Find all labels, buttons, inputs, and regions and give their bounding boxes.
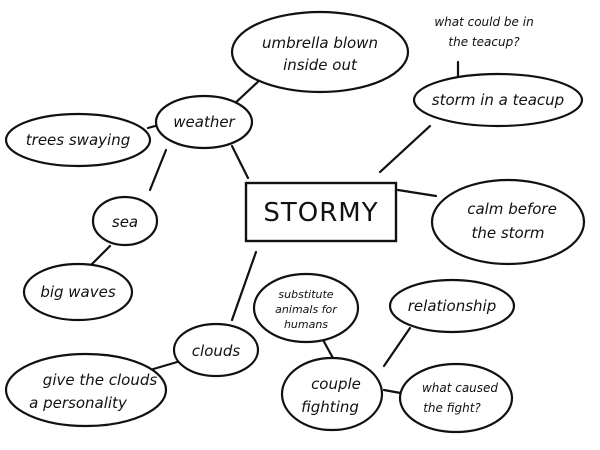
- bubble-clouds: [172, 322, 260, 378]
- bubble-relationship: [388, 278, 516, 334]
- center-box: [244, 181, 398, 243]
- node-fight-cause: what caused the fight?: [398, 362, 514, 434]
- node-substitute: substitute animals for humans: [252, 272, 360, 344]
- node-umbrella: umbrella blown inside out: [230, 10, 410, 94]
- label-calm-line2: the storm: [471, 224, 544, 242]
- label-sea: sea: [112, 213, 138, 231]
- label-storm-teacup: storm in a teacup: [432, 91, 564, 109]
- bubble-personality: [4, 352, 168, 428]
- connector-center-calm: [396, 188, 438, 198]
- label-substitute-line2: animals for: [275, 303, 338, 316]
- label-weather: weather: [173, 113, 235, 131]
- node-trees: trees swaying: [4, 112, 152, 168]
- node-clouds: clouds: [172, 322, 260, 378]
- center-label: STORMY: [263, 198, 378, 228]
- node-calm: calm before the storm: [430, 178, 586, 266]
- label-clouds: clouds: [192, 342, 241, 360]
- label-calm-line1: calm before: [467, 200, 557, 218]
- connector-center-teacup: [378, 124, 432, 174]
- bubble-couple: [280, 356, 384, 432]
- label-umbrella-line1: umbrella blown: [262, 34, 378, 52]
- connector-substitute-couple: [320, 336, 336, 362]
- node-personality: give the clouds a personality: [4, 352, 168, 428]
- bubble-big-waves: [22, 262, 134, 322]
- label-teacup-question-line2: the teacup?: [448, 35, 520, 49]
- connector-sea-bigwaves: [88, 244, 112, 268]
- node-teacup-question: what could be in the teacup?: [434, 15, 533, 49]
- label-fight-line2: the fight?: [423, 401, 481, 415]
- node-sea: sea: [91, 195, 159, 247]
- bubble-weather: [154, 94, 254, 150]
- bubble-storm-teacup: [412, 72, 584, 128]
- connector-weather-sea: [148, 148, 168, 192]
- label-trees: trees swaying: [26, 131, 130, 149]
- center-node: STORMY: [244, 181, 398, 243]
- node-storm-teacup: storm in a teacup: [412, 72, 584, 128]
- connector-relationship-couple: [382, 326, 412, 368]
- label-substitute-line3: humans: [284, 318, 328, 331]
- label-big-waves: big waves: [40, 283, 116, 301]
- label-fight-line1: what caused: [422, 381, 498, 395]
- label-couple-line1: couple: [311, 375, 361, 393]
- bubble-sea: [91, 195, 159, 247]
- connector-weather-umbrella: [230, 76, 264, 108]
- bubble-trees: [4, 112, 152, 168]
- label-teacup-question-line1: what could be in: [434, 15, 533, 29]
- label-personality-line1: give the clouds: [43, 371, 158, 389]
- connector-center-clouds: [230, 250, 258, 322]
- node-couple: couple fighting: [280, 356, 384, 432]
- node-big-waves: big waves: [22, 262, 134, 322]
- node-weather: weather: [154, 94, 254, 150]
- bubble-umbrella: [230, 10, 410, 94]
- bubble-calm: [430, 178, 586, 266]
- bubble-substitute: [252, 272, 360, 344]
- label-relationship: relationship: [408, 297, 497, 315]
- label-personality-line2: a personality: [29, 394, 128, 412]
- node-relationship: relationship: [388, 278, 516, 334]
- bubble-fight-cause: [398, 362, 514, 434]
- connector-weather-center: [230, 144, 250, 180]
- label-umbrella-line2: inside out: [283, 56, 358, 74]
- label-couple-line2: fighting: [301, 398, 359, 416]
- label-substitute-line1: substitute: [278, 288, 333, 301]
